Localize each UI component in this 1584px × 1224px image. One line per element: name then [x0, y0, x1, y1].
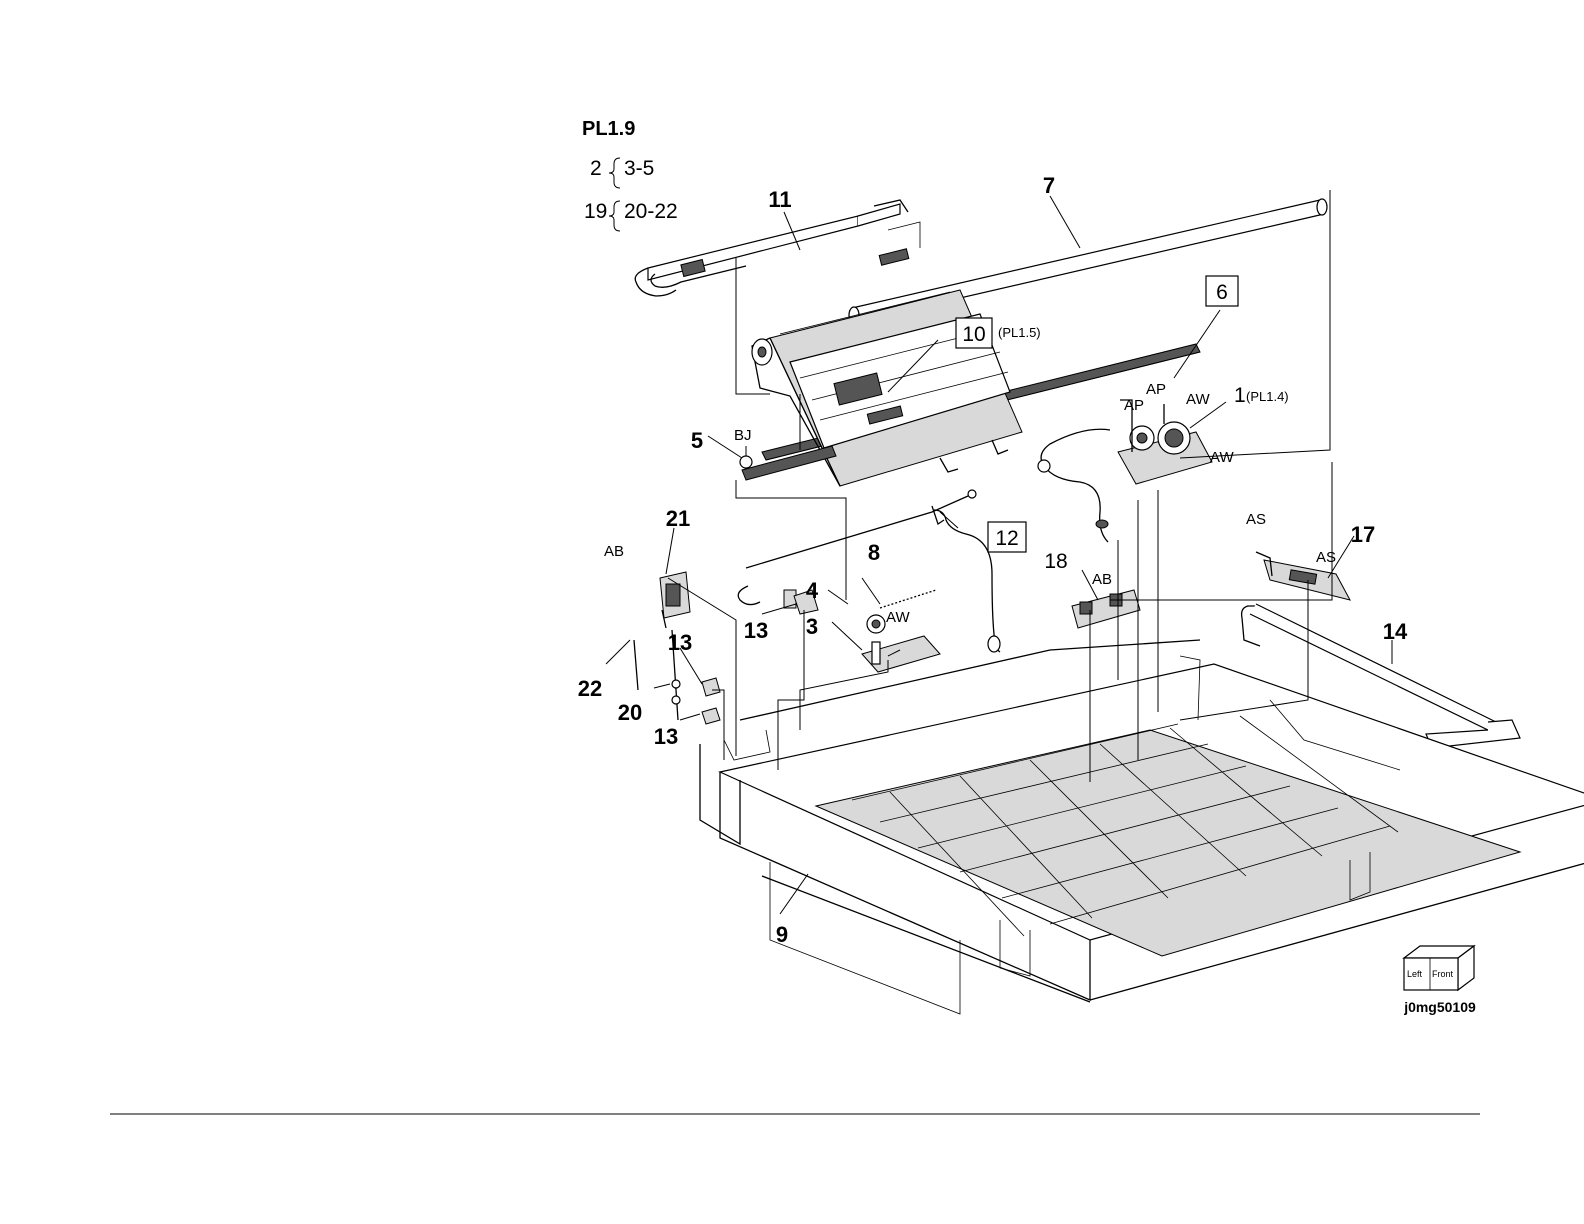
figure-id: j0mg50109 — [1403, 999, 1476, 1015]
tag-bj: BJ — [734, 427, 752, 444]
cube-front-label: Front — [1432, 969, 1454, 979]
tag-as-lower: AS — [1316, 549, 1336, 566]
group-bracket-1 — [609, 158, 620, 188]
tag-ab-right: AB — [1092, 571, 1112, 588]
group-parent-1: 2 — [590, 157, 602, 180]
motor-assembly-1 — [1038, 400, 1212, 542]
callout-6: 6 — [1216, 281, 1228, 304]
callout-3: 3 — [806, 614, 818, 639]
tag-ap-upper: AP — [1146, 381, 1166, 398]
callout-8: 8 — [868, 540, 880, 565]
callout-14: 14 — [1383, 619, 1408, 644]
flat-cable-11 — [635, 200, 920, 296]
tag-ab-left: AB — [604, 543, 624, 560]
callout-22: 22 — [578, 676, 602, 701]
callout-5: 5 — [691, 428, 703, 453]
tag-ap-lower: AP — [1124, 397, 1144, 414]
callout-4: 4 — [806, 578, 819, 603]
callout-17: 17 — [1351, 522, 1375, 547]
tag-as-upper: AS — [1246, 511, 1266, 528]
callout-9: 9 — [776, 922, 788, 947]
group-bracket-2 — [609, 201, 620, 231]
callout-18: 18 — [1044, 550, 1067, 573]
callout-1: 1 — [1234, 384, 1246, 407]
callout-12: 12 — [995, 527, 1018, 550]
tag-aw-top: AW — [1186, 391, 1210, 408]
group-children-2: 20-22 — [624, 200, 678, 223]
callout-10: 10 — [962, 323, 985, 346]
callout-1-ref: (PL1.4) — [1246, 389, 1289, 404]
callout-13-lower: 13 — [654, 724, 678, 749]
callout-7: 7 — [1043, 173, 1055, 198]
callout-13-middle: 13 — [668, 630, 692, 655]
group-parent-2: 19 — [584, 200, 607, 223]
orientation-cube-icon: Left Front — [1404, 946, 1474, 990]
callout-20: 20 — [618, 700, 642, 725]
callout-13-upper: 13 — [744, 618, 768, 643]
callout-21: 21 — [666, 506, 690, 531]
tag-aw-right: AW — [1210, 449, 1234, 466]
cube-left-label: Left — [1407, 969, 1423, 979]
group-children-1: 3-5 — [624, 157, 654, 180]
spring-8 — [880, 590, 936, 608]
board-18 — [1072, 590, 1140, 628]
tag-aw-bracket: AW — [886, 609, 910, 626]
callout-11: 11 — [768, 187, 791, 212]
callout-10-ref: (PL1.5) — [998, 325, 1041, 340]
page-reference: PL1.9 — [582, 118, 635, 140]
